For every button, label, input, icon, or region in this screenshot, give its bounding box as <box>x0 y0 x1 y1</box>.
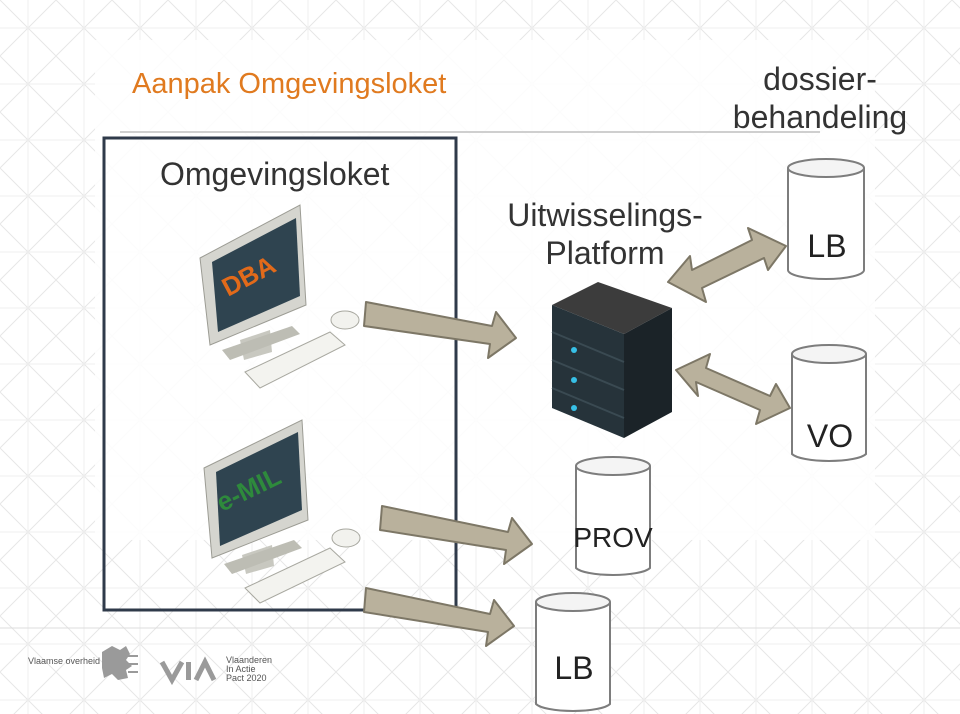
arrow-to-lb-bottom <box>363 587 515 647</box>
cylinder-lb-top-label: LB <box>807 228 847 264</box>
cylinder-lb-bottom <box>535 592 611 712</box>
cylinder-vo <box>791 344 867 462</box>
cylinder-lb-top <box>787 158 865 280</box>
emil-computer-icon: e-MIL <box>203 419 361 604</box>
cylinder-vo-label: VO <box>806 418 854 454</box>
via-text-line3: Pact 2020 <box>226 673 267 683</box>
arrow-platform-vo <box>675 353 791 425</box>
lion-logo-icon <box>102 646 138 680</box>
dba-computer-icon: DBA <box>199 204 360 389</box>
arrow-platform-lb <box>667 227 787 303</box>
platform-label-line2: Platform <box>545 235 665 271</box>
cylinder-prov-label: PROV <box>573 522 653 553</box>
page-title: Aanpak Omgevingsloket <box>132 68 447 100</box>
cylinder-lb-bottom-label: LB <box>554 650 594 686</box>
dossier-label-line2: behandeling <box>732 99 908 135</box>
dossier-label-line1: dossier- <box>763 61 877 97</box>
arrow-emil-to-prov <box>379 505 533 565</box>
cylinder-prov <box>575 456 651 576</box>
dossier-label: dossier- behandeling <box>720 60 920 136</box>
via-text: Vlaanderen In Actie Pact 2020 <box>226 656 272 683</box>
platform-label-line1: Uitwisselings- <box>507 197 703 233</box>
platform-label: Uitwisselings- Platform <box>500 196 710 272</box>
via-text-line1: Vlaanderen <box>226 655 273 665</box>
box-label: Omgevingsloket <box>160 156 390 192</box>
vlaamse-overheid-text: Vlaamse overheid <box>28 656 101 666</box>
via-logo-icon <box>159 656 217 686</box>
via-text-line2: In Actie <box>226 664 256 674</box>
arrow-dba-to-platform <box>363 301 517 359</box>
